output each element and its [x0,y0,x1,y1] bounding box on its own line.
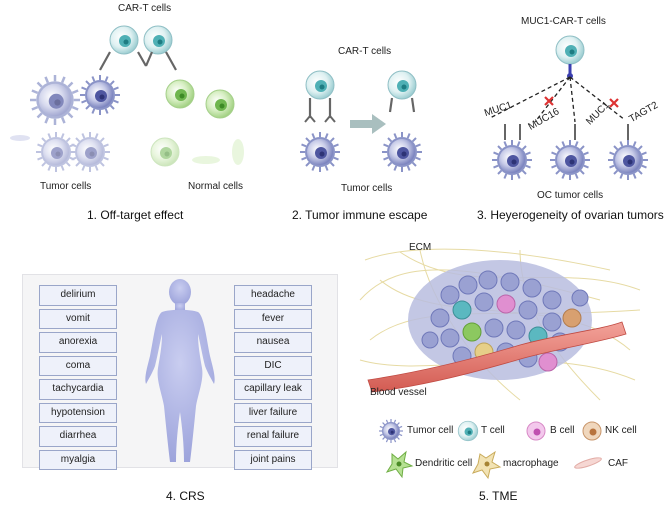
car-t-cell-icon [387,70,417,100]
symptom-box: fever [234,308,312,329]
human-silhouette-icon [145,279,215,462]
car-t-cell-icon [305,70,335,100]
car-t-cells-label: CAR-T cells [338,46,392,57]
tumor-cell-icon [491,139,533,181]
legend-dendritic-cell: Dendritic cell [415,458,473,469]
tumor-cell-icon [607,139,649,181]
symptom-box: DIC [234,355,312,376]
symptom-box: liver failure [234,402,312,423]
panel-2-caption: 2. Tumor immune escape [292,208,428,222]
symptom-box: capillary leak [234,379,312,400]
panel-4-caption: 4. CRS [166,489,205,503]
symptom-box: myalgia [39,449,117,470]
normal-cell-icon [165,79,195,109]
tumor-cells-label: Tumor cells [40,181,92,192]
panel-1-off-target-effect [10,25,244,173]
symptom-box: tachycardia [39,379,117,400]
panel-1-caption: 1. Off-target effect [87,208,184,222]
ecm-label: ECM [409,242,432,253]
tme-legend-icons [378,418,602,480]
oc-tumor-cells-label: OC tumor cells [537,190,604,201]
blood-vessel-icon [367,321,627,393]
nk-cell-icon [582,421,602,441]
symptom-box: diarrhea [39,426,117,447]
panel-3-heterogeneity [489,35,649,181]
macrophage-icon [471,450,502,480]
muc1-car-t-cell-icon [555,35,585,65]
caf-icon [574,457,602,469]
legend-caf: CAF [608,458,628,469]
block-x-icon [609,98,619,108]
t-cell-icon [457,420,479,442]
crs-right-symptom-list: headache fever nausea DIC capillary leak… [234,285,312,473]
blood-vessel-label: Blood vessel [370,387,427,398]
legend-macrophage: macrophage [503,458,559,469]
tumor-cell-icon [381,131,423,173]
symptom-box: hypotension [39,402,117,423]
symptom-box: vomit [39,308,117,329]
panel-5-caption: 5. TME [479,489,518,503]
tme-illustration [359,248,641,401]
dendritic-cell-icon [385,450,414,479]
panel-3-caption: 3. Heyerogeneity of ovarian tumors [477,208,664,222]
symptom-box: joint pains [234,449,312,470]
symptom-box: renal failure [234,426,312,447]
legend-nk-cell: NK cell [605,425,637,436]
symptom-box: coma [39,355,117,376]
normal-cell-icon [205,89,235,119]
legend-tumor-cell: Tumor cell [407,425,454,436]
transition-arrow-icon [350,114,386,134]
symptom-box: delirium [39,285,117,306]
panel-2-tumor-immune-escape [299,70,423,173]
symptom-box: nausea [234,332,312,353]
tumor-cell-icon [79,74,121,116]
symptom-box: headache [234,285,312,306]
legend-t-cell: T cell [481,425,505,436]
tumor-cell-icon [378,418,404,444]
b-cell-icon [526,421,546,441]
car-t-cells-label: CAR-T cells [118,3,172,14]
tumor-cell-icon [299,131,341,173]
car-t-cell-icon [109,25,139,55]
block-x-icon [544,96,554,106]
tumor-cells-label: Tumor cells [341,183,393,194]
legend-b-cell: B cell [550,425,575,436]
symptom-box: anorexia [39,332,117,353]
car-t-cell-icon [143,25,173,55]
crs-left-symptom-list: delirium vomit anorexia coma tachycardia… [39,285,117,473]
tumor-cell-icon [549,139,591,181]
muc1-car-t-cells-label: MUC1-CAR-T cells [521,16,606,27]
normal-cells-label: Normal cells [188,181,244,192]
